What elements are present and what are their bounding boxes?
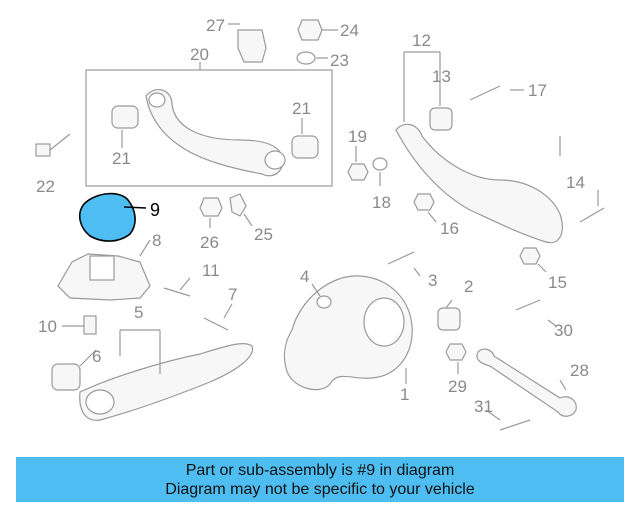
callout-18: 18: [372, 193, 391, 212]
callout-12: 12: [412, 31, 431, 50]
banner-line-disclaimer: Diagram may not be specific to your vehi…: [165, 481, 475, 498]
callout-15: 15: [548, 273, 567, 292]
part-23-washer: [296, 51, 316, 65]
callout-3: 3: [428, 271, 437, 290]
callout-21-right: 21: [292, 99, 311, 118]
part-2-bushing: [437, 307, 461, 331]
part-6-bushing: [51, 363, 81, 391]
callout-26: 26: [200, 233, 219, 252]
part-20-upper-arm: [145, 88, 284, 177]
part-7-bolt: [203, 317, 229, 331]
callout-8: 8: [152, 231, 161, 250]
leader-lines: [62, 23, 599, 421]
callout-29: 29: [448, 377, 467, 396]
part-22-bolt: [35, 143, 51, 157]
assembly-box-20: [85, 69, 333, 187]
part-26-nut: [199, 197, 223, 217]
part-24-nut: [297, 19, 323, 41]
part-16-nut: [413, 193, 435, 211]
callout-31: 31: [474, 397, 493, 416]
part-13-bushing: [429, 107, 453, 131]
parts-diagram: 27 24 23 20 21 21 22 12 13 17 19 18 16 1…: [35, 16, 605, 431]
part-27-bracket: [237, 29, 267, 63]
part-10-bolt: [83, 315, 97, 335]
callout-20: 20: [190, 45, 209, 64]
part-9-highlighted: [78, 192, 136, 242]
callout-7: 7: [228, 285, 237, 304]
callout-19: 19: [348, 127, 367, 146]
part-4-washer: [316, 295, 332, 309]
callout-25: 25: [254, 225, 273, 244]
part-20-bushing-left: [148, 92, 166, 108]
callout-28: 28: [570, 361, 589, 380]
part-11-bolt: [163, 287, 191, 297]
part-1-hub-bore: [363, 297, 405, 347]
part-20-bushing-end: [264, 150, 286, 170]
part-31-bolt: [499, 419, 531, 431]
callout-14: 14: [566, 173, 585, 192]
callout-9: 9: [150, 200, 160, 220]
part-14-bolt: [579, 207, 605, 223]
part-17-bolt: [469, 85, 501, 101]
part-19-nut: [347, 163, 369, 181]
part-21-bushing-left: [111, 105, 139, 129]
callout-5: 5: [134, 303, 143, 322]
part-5-arm-bushing: [85, 389, 115, 415]
callout-30: 30: [554, 321, 573, 340]
part-30-bolt: [515, 299, 541, 311]
callout-17: 17: [528, 81, 547, 100]
part-18-washer: [372, 157, 388, 171]
part-12-lower-arm: [395, 123, 563, 244]
callout-11: 11: [202, 261, 220, 280]
callout-24: 24: [340, 21, 359, 40]
callout-22: 22: [36, 177, 55, 196]
callout-2: 2: [464, 277, 473, 296]
callout-6: 6: [92, 347, 101, 366]
part-28-link: [476, 348, 577, 417]
callout-23: 23: [330, 51, 349, 70]
part-29-nut: [445, 343, 467, 361]
part-25-clip: [229, 193, 247, 217]
callout-10: 10: [38, 317, 57, 336]
part-21-bushing-right: [291, 135, 319, 159]
part-15-nut: [519, 247, 541, 265]
part-3-bolt: [387, 251, 415, 265]
callout-labels: 27 24 23 20 21 21 22 12 13 17 19 18 16 1…: [36, 16, 589, 416]
banner-line-part: Part or sub-assembly is #9 in diagram: [185, 462, 455, 479]
part-8-mount-block: [89, 255, 115, 281]
callout-4: 4: [300, 267, 309, 286]
callout-27: 27: [206, 16, 225, 35]
part-5-trailing-arm: [79, 342, 254, 421]
callout-13: 13: [432, 67, 451, 86]
callout-9-leader: [123, 206, 147, 209]
callout-1: 1: [400, 385, 409, 404]
callout-21-left: 21: [112, 149, 131, 168]
info-banner: Part or sub-assembly is #9 in diagram Di…: [16, 457, 624, 502]
callout-16: 16: [440, 219, 459, 238]
